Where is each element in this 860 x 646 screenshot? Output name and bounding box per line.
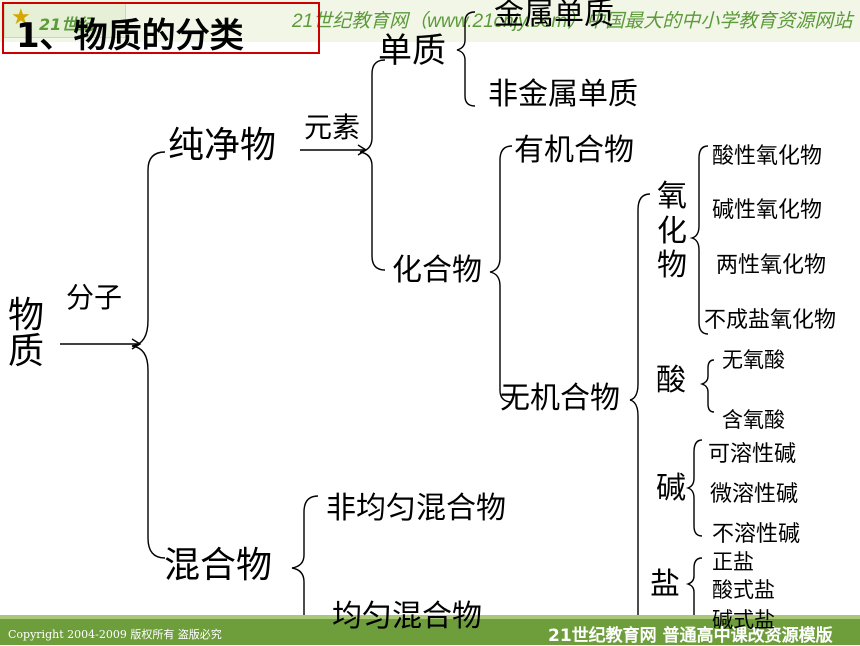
- title-box: 1、物质的分类: [2, 2, 320, 56]
- node-nonmetal: 非金属单质: [488, 77, 638, 112]
- edge-label-molecule: 分子: [66, 281, 123, 314]
- acid-brace: [699, 359, 715, 413]
- node-homogeneous: 均匀混合物: [332, 599, 482, 634]
- root-brace: [131, 151, 166, 559]
- site-banner: 21世纪教育网（www.21cnjy.com）中国最大的中小学教育资源网站: [292, 11, 853, 32]
- salt-brace: [685, 557, 703, 615]
- node-salt: 盐: [650, 567, 680, 602]
- node-amphoteric-oxide: 两性氧化物: [716, 253, 827, 278]
- node-oxide: 氧化物: [657, 179, 687, 283]
- footer-strip: [0, 615, 860, 619]
- compound-brace: [489, 145, 513, 403]
- site-logo: ★ 21世纪: [4, 2, 126, 38]
- oxide-brace: [689, 145, 709, 335]
- node-basic-oxide: 碱性氧化物: [712, 198, 823, 223]
- node-pure-substance: 纯净物: [168, 125, 277, 166]
- node-organic: 有机合物: [514, 133, 634, 168]
- element-brace: [456, 11, 476, 107]
- edge-label-element: 元素: [304, 111, 361, 144]
- base-brace: [685, 439, 703, 537]
- node-oxygen-free-acid: 无氧酸: [722, 348, 785, 372]
- node-soluble-base: 可溶性碱: [708, 442, 797, 467]
- pure-arrow-head: [357, 144, 368, 156]
- node-normal-salt: 正盐: [712, 550, 754, 574]
- pure-brace: [359, 59, 386, 271]
- node-base: 碱: [656, 471, 686, 506]
- page-title: 1、物质的分类: [16, 16, 244, 56]
- node-neutral-oxide: 不成盐氧化物: [704, 308, 837, 333]
- header-bar: ★ 21世纪 21世纪教育网（www.21cnjy.com）中国最大的中小学教育…: [0, 0, 860, 42]
- node-mixture: 混合物: [164, 545, 273, 586]
- node-acid: 酸: [656, 363, 686, 398]
- node-basic-salt: 碱式盐: [712, 608, 775, 632]
- node-metal: 金属单质: [494, 0, 614, 32]
- footer-bar: Copyright 2004-2009 版权所有 盗版必究 21世纪教育网 普通…: [0, 615, 860, 646]
- logo-text: 21世纪: [39, 15, 94, 34]
- node-acid-salt: 酸式盐: [712, 578, 775, 602]
- node-element-substance: 单质: [378, 31, 446, 71]
- node-root: 物质: [8, 295, 45, 372]
- star-icon: ★: [11, 5, 31, 30]
- node-oxy-acid: 含氧酸: [722, 408, 785, 432]
- node-heterogeneous: 非均匀混合物: [326, 491, 506, 526]
- inorganic-brace: [629, 193, 651, 645]
- node-compound: 化合物: [392, 253, 482, 288]
- node-slightly-soluble-base: 微溶性碱: [710, 482, 799, 507]
- root-arrow-head: [131, 338, 142, 350]
- footer-site-text: 21世纪教育网 普通高中课改资源模版: [548, 626, 833, 646]
- mixture-brace: [291, 495, 319, 630]
- node-acidic-oxide: 酸性氧化物: [712, 144, 823, 169]
- node-insoluble-base: 不溶性碱: [712, 522, 801, 547]
- node-inorganic: 无机合物: [500, 381, 620, 416]
- copyright-text: Copyright 2004-2009 版权所有 盗版必究: [8, 628, 222, 641]
